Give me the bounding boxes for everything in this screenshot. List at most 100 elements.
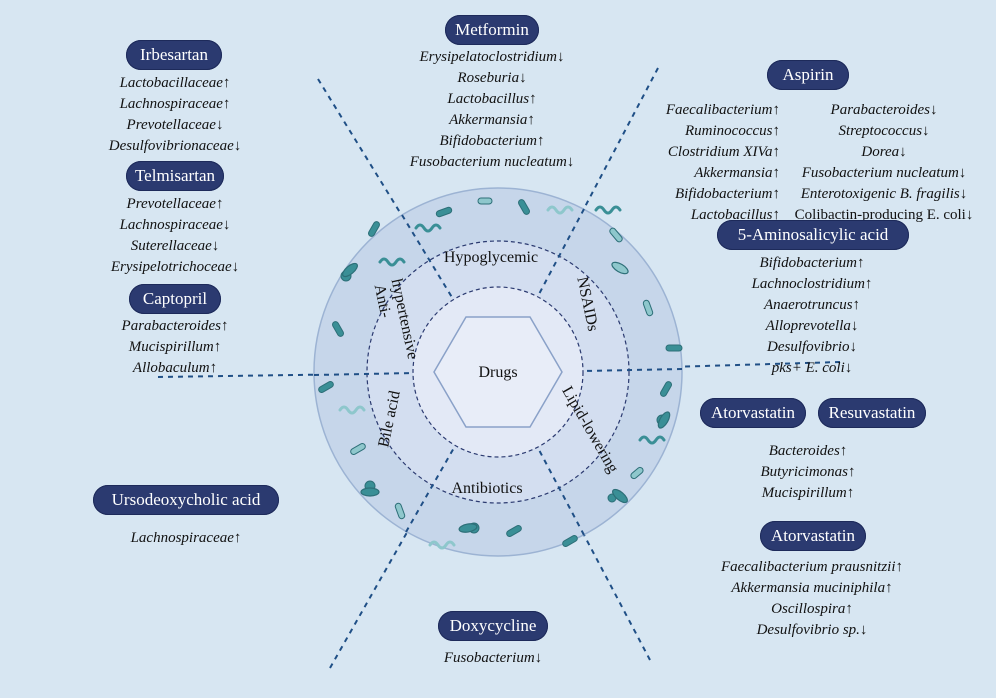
bacterium-rod-icon [368, 221, 380, 237]
irbesartan-effects: Lactobacillaceae↑ Lachnospiraceae↑ Prevo… [60, 73, 290, 159]
effect-item: Oscillospira↑ [771, 601, 853, 617]
effect-item: Dorea↓ [861, 144, 907, 160]
divider-line [537, 447, 585, 536]
divider-line [582, 368, 683, 372]
spirochete-decorations [338, 205, 666, 550]
effect-item: Prevotellaceae↓ [126, 117, 224, 133]
effect-item: Lactobacillaceae↑ [119, 75, 231, 91]
drugs-hexagon [433, 316, 563, 428]
effect-item: Fusobacterium↓ [443, 650, 543, 666]
spirochete-icon [546, 205, 574, 215]
metformin-effects: Erysipelatoclostridium↓ Roseburia↓ Lacto… [380, 47, 604, 177]
bacterium-rod-icon [642, 299, 654, 317]
effect-item: Desulfovibrio↓ [767, 339, 857, 355]
divider-line [313, 372, 415, 376]
effect-item: Erysipelotrichoceae↓ [110, 259, 240, 275]
spirochete-icon [638, 435, 666, 445]
captopril-effects: Parabacteroides↑ Mucispirillum↑ Allobacu… [60, 316, 290, 380]
segment-label-antihypertensive-line1: Anti- [371, 283, 395, 320]
bacterium-rod-icon [630, 466, 644, 480]
effect-item: Enterotoxigenic B. fragilis↓ [800, 186, 968, 202]
irbesartan-badge: Irbesartan [126, 40, 222, 70]
bacterium-rod-icon [609, 227, 623, 243]
effect-item: Lactobacillus↑ [447, 91, 537, 107]
telmisartan-badge: Telmisartan [126, 161, 224, 191]
effect-item: Lactobacillus↑ [690, 207, 780, 223]
effect-item: Faecalibacterium↑ [665, 102, 780, 118]
bacterium-rod-icon [665, 344, 683, 352]
atorvastatin-badge-2: Atorvastatin [760, 521, 866, 551]
effect-item: Bifidobacterium↑ [439, 133, 545, 149]
effect-item: Parabacteroides↓ [830, 102, 938, 118]
effect-item: Fusobacterium nucleatum↓ [801, 165, 967, 181]
effect-item: Roseburia↓ [457, 70, 527, 86]
bacterium-rod-icon [506, 525, 522, 537]
atorvastatin-badge: Atorvastatin [700, 398, 806, 428]
effect-item: Faecalibacterium prausnitzii↑ [720, 559, 904, 575]
divider-line [401, 214, 454, 300]
segment-label-hypoglycemic: Hypoglycemic [444, 249, 538, 266]
metformin-badge: Metformin [445, 15, 539, 45]
statin-effects: Bacteroides↑ Butyricimonas↑ Mucispirillu… [708, 441, 908, 505]
flagellated-bacteria [342, 261, 671, 533]
effect-item: Bacteroides↑ [768, 443, 848, 459]
effect-item: Alloprevotella↓ [765, 318, 859, 334]
aspirin-badge: Aspirin [767, 60, 849, 90]
effect-item: Erysipelatoclostridium↓ [419, 49, 565, 65]
effect-item: Suterellaceae↓ [130, 238, 220, 254]
effect-item: Akkermansia↑ [694, 165, 780, 181]
effect-item: Akkermansia↑ [449, 112, 535, 128]
effect-item: Mucispirillum↑ [128, 339, 222, 355]
bacterium-rod-icon [332, 321, 344, 337]
aspirin-effects-right: Parabacteroides↓ Streptococcus↓ Dorea↓ F… [782, 100, 992, 228]
ursodeoxycholic-acid-effects: Lachnospiraceae↑ [86, 528, 286, 550]
bacterium-rod-icon [477, 197, 493, 205]
bacterium-rod-icon [318, 381, 334, 393]
spirochete-icon [414, 223, 442, 233]
doxycycline-badge: Doxycycline [438, 611, 548, 641]
effect-item: Prevotellaceae↑ [126, 196, 224, 212]
spirochete-icon [594, 205, 622, 215]
center-label: Drugs [478, 364, 517, 381]
bacterium-flagellate-icon [612, 488, 628, 504]
effect-item: Akkermansia muciniphila↑ [731, 580, 893, 596]
atorvastatin-2-effects: Faecalibacterium prausnitzii↑ Akkermansi… [694, 557, 930, 643]
bacterium-flagellate-icon [657, 411, 671, 429]
effect-item: Butyricimonas↑ [760, 464, 856, 480]
effect-item: Ruminococcus↑ [685, 123, 780, 139]
bacterium-rod-icon [660, 381, 672, 397]
telmisartan-effects: Prevotellaceae↑ Lachnospiraceae↓ Suterel… [60, 194, 290, 280]
segment-label-antibiotics: Antibiotics [451, 480, 522, 497]
bacteria-decorations [318, 197, 683, 547]
effect-item: Mucispirillum↑ [761, 485, 855, 501]
effect-item: pks+ E. coli↓ [771, 360, 853, 376]
aminosalicylic-acid-badge: 5-Aminosalicylic acid [717, 220, 909, 250]
bacterium-rod-icon [562, 535, 578, 547]
bacterium-flagellate-icon [342, 262, 358, 278]
effect-item: Bifidobacterium↑ [675, 186, 780, 202]
bacterium-flagellate-icon [611, 261, 629, 275]
effect-item: Fusobacterium nucleatum↓ [409, 154, 575, 170]
effect-item: Desulfovibrionaceae↓ [108, 138, 242, 154]
bacterium-rod-icon [518, 199, 530, 215]
effect-item: Lachnoclostridium↑ [751, 276, 873, 292]
effect-item: Lachnospiraceae↓ [119, 217, 231, 233]
bacterium-rod-icon [435, 206, 453, 218]
effect-item: Desulfovibrio sp.↓ [756, 622, 868, 638]
divider-line [537, 208, 585, 297]
effect-item: Lachnospiraceae↑ [119, 96, 231, 112]
effect-item: Anaerotruncus↑ [763, 297, 861, 313]
doxycycline-effects: Fusobacterium↓ [413, 648, 573, 670]
divider-line [405, 445, 456, 533]
aminosalicylic-acid-effects: Bifidobacterium↑ Lachnoclostridium↑ Anae… [712, 253, 912, 381]
spirochete-icon [378, 257, 406, 267]
captopril-badge: Captopril [129, 284, 221, 314]
effect-item: Streptococcus↓ [838, 123, 930, 139]
effect-item: Parabacteroides↑ [121, 318, 229, 334]
bacterium-flagellate-icon [458, 523, 478, 533]
effect-item: Lachnospiraceae↑ [130, 530, 242, 546]
aspirin-effects-left: Faecalibacterium↑ Ruminococcus↑ Clostrid… [600, 100, 780, 228]
effect-item: Allobaculum↑ [132, 360, 218, 376]
